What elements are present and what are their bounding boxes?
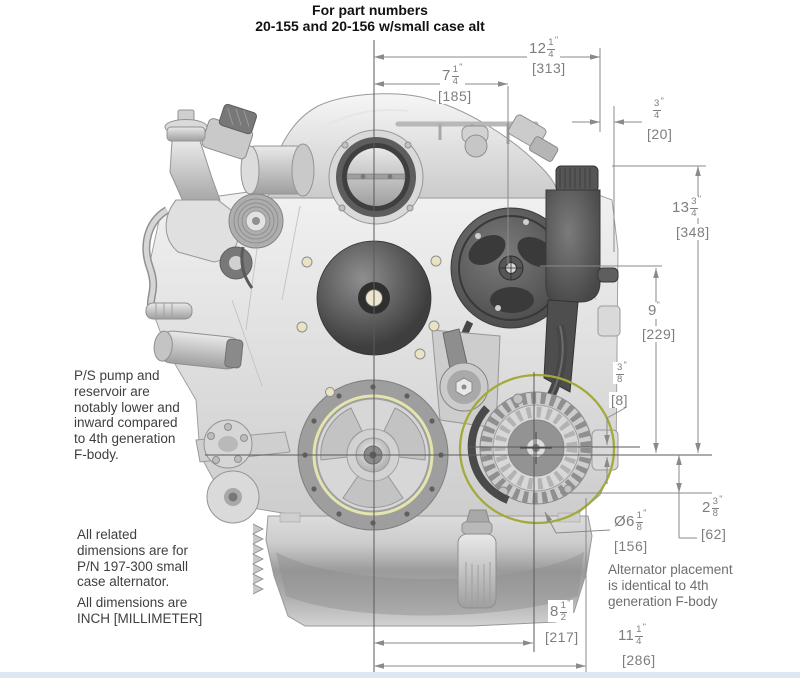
bottom-strip (0, 672, 800, 678)
dim-alt-below-crank-mm: [62] (699, 526, 729, 542)
knock-sensor-cylinder (153, 330, 244, 370)
title-line-1: For part numbers (312, 2, 428, 18)
dim-top-width-ps-mm: [185] (436, 88, 474, 104)
title-block: For part numbers 20-155 and 20-156 w/sma… (225, 2, 515, 34)
extension-lines (507, 48, 712, 672)
alternator-belt-wrap (467, 405, 510, 504)
ps-reservoir (543, 165, 619, 393)
dim-bottom-width-alt-edge-mm: [286] (620, 652, 658, 668)
note-related-dimensions: All related dimensions are for P/N 197-3… (77, 527, 189, 590)
center-lines (205, 40, 712, 674)
oil-fill-tube (164, 109, 240, 263)
note-alternator: Alternator placement is identical to 4th… (608, 562, 733, 609)
alternator-highlight-circle (458, 373, 616, 525)
oil-pan (265, 512, 593, 627)
note-ps-pump: P/S pump and reservoir are notably lower… (74, 368, 180, 462)
right-block-edge (591, 305, 621, 471)
belt-tensioner (431, 328, 501, 429)
ignition-coil-cluster (201, 103, 257, 160)
throttle-body (328, 129, 424, 225)
flywheel-teeth (252, 523, 264, 595)
title-line-2: 20-155 and 20-156 w/small case alt (255, 18, 485, 35)
dim-bottom-width-alt-center-mm: [217] (543, 629, 581, 645)
block-bolts (296, 255, 442, 397)
throttle-elbow (240, 143, 315, 197)
dimension-lines (374, 54, 701, 669)
dim-alt-crank-offset-mm: [8] (609, 392, 631, 408)
dim-reservoir-offset-mm: [20] (645, 126, 675, 142)
oil-filter (457, 509, 497, 609)
alternator (467, 391, 593, 505)
ps-pump (450, 207, 572, 329)
diameter-leader-line (544, 511, 611, 534)
dim-alt-diameter-mm: [156] (612, 538, 650, 554)
dim-top-width-full-mm: [313] (530, 60, 568, 76)
idler-pulley (219, 193, 284, 289)
note-units: All dimensions are INCH [MILLIMETER] (77, 595, 203, 626)
dim-height-ps-center: 9 " (646, 300, 663, 319)
breather-hose (142, 206, 193, 320)
dim-height-ps-center-mm: [229] (640, 326, 678, 342)
dim-height-reservoir-mm: [348] (674, 224, 712, 240)
